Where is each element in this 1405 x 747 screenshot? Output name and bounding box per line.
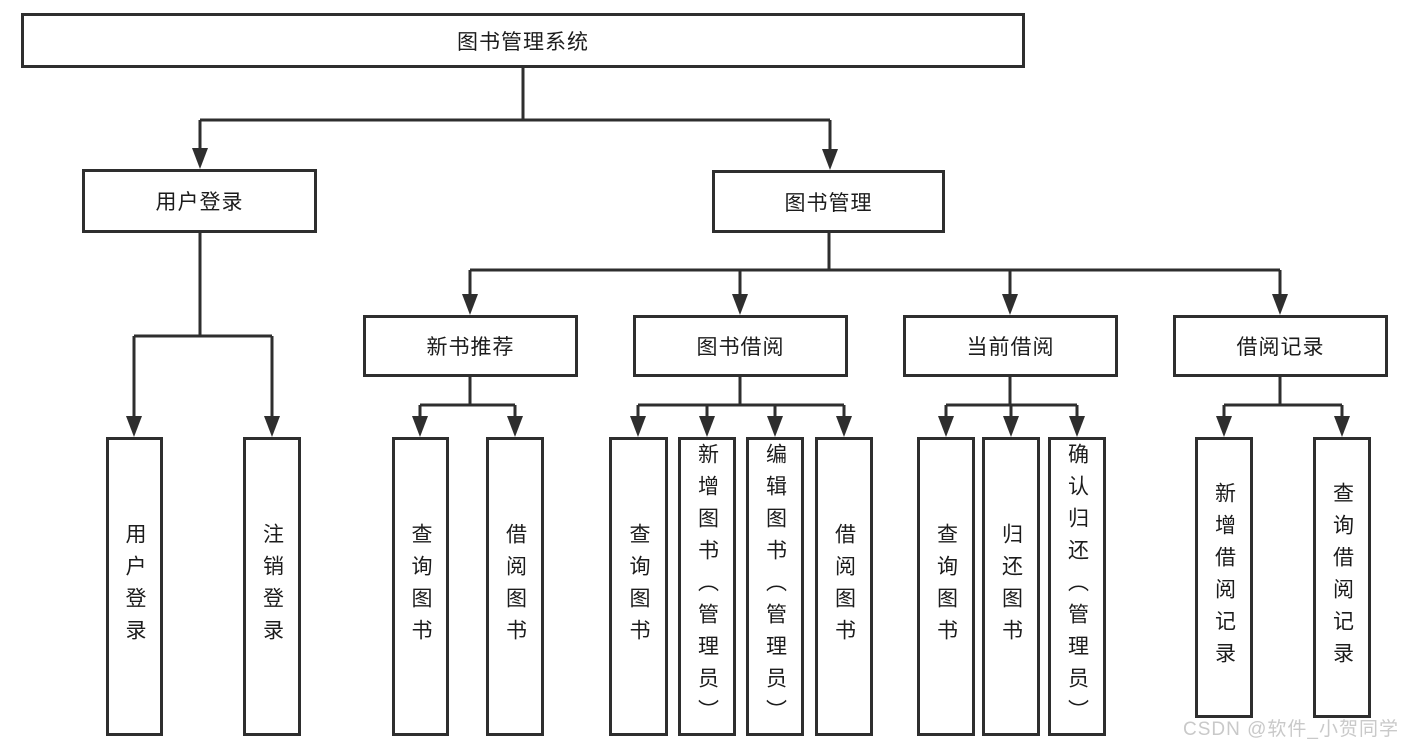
- node-book-borrow: 图书借阅: [633, 315, 848, 377]
- leaf-user-login: 用户登录: [106, 437, 163, 736]
- node-label: 新增图书（管理员）: [695, 442, 719, 731]
- node-label: 用户登录: [155, 191, 244, 214]
- node-label: 图书管理: [784, 191, 873, 215]
- leaf-edit-book-admin: 编辑图书（管理员）: [746, 437, 804, 736]
- leaf-confirm-return-admin: 确认归还（管理员）: [1048, 437, 1106, 736]
- node-label: 借阅记录: [1236, 336, 1325, 359]
- node-label: 查询图书: [934, 522, 958, 651]
- leaf-query-borrow-record: 查询借阅记录: [1313, 437, 1371, 718]
- node-label: 新书推荐: [426, 336, 515, 359]
- node-label: 借阅图书: [503, 522, 527, 651]
- leaf-borrow-books-recommend: 借阅图书: [486, 437, 544, 736]
- leaf-add-book-admin: 新增图书（管理员）: [678, 437, 736, 736]
- leaf-query-books-current: 查询图书: [917, 437, 975, 736]
- node-new-book-recommend: 新书推荐: [363, 315, 578, 377]
- node-label: 注销登录: [260, 522, 284, 651]
- node-label: 查询图书: [627, 522, 650, 651]
- node-label: 编辑图书（管理员）: [763, 442, 787, 731]
- node-label: 用户登录: [123, 522, 146, 651]
- node-user-login: 用户登录: [82, 169, 317, 233]
- leaf-return-book: 归还图书: [982, 437, 1040, 736]
- leaf-logout: 注销登录: [243, 437, 301, 736]
- node-book-management: 图书管理: [712, 170, 945, 233]
- node-borrow-records: 借阅记录: [1173, 315, 1388, 377]
- node-label: 查询借阅记录: [1330, 481, 1354, 674]
- node-label: 新增借阅记录: [1212, 481, 1236, 674]
- node-current-borrow: 当前借阅: [903, 315, 1118, 377]
- node-label: 图书管理系统: [457, 30, 589, 54]
- node-label: 确认归还（管理员）: [1065, 442, 1089, 731]
- node-label: 归还图书: [999, 522, 1023, 651]
- leaf-borrow-books: 借阅图书: [815, 437, 873, 736]
- node-label: 图书借阅: [696, 336, 785, 359]
- leaf-add-borrow-record: 新增借阅记录: [1195, 437, 1253, 718]
- node-label: 查询图书: [409, 522, 432, 651]
- csdn-watermark: CSDN @软件_小贺同学: [1183, 719, 1399, 740]
- node-label: 当前借阅: [966, 336, 1055, 359]
- leaf-query-books-recommend: 查询图书: [392, 437, 449, 736]
- node-label: 借阅图书: [832, 522, 856, 651]
- node-library-management-system: 图书管理系统: [21, 13, 1025, 68]
- leaf-query-books-borrow: 查询图书: [609, 437, 668, 736]
